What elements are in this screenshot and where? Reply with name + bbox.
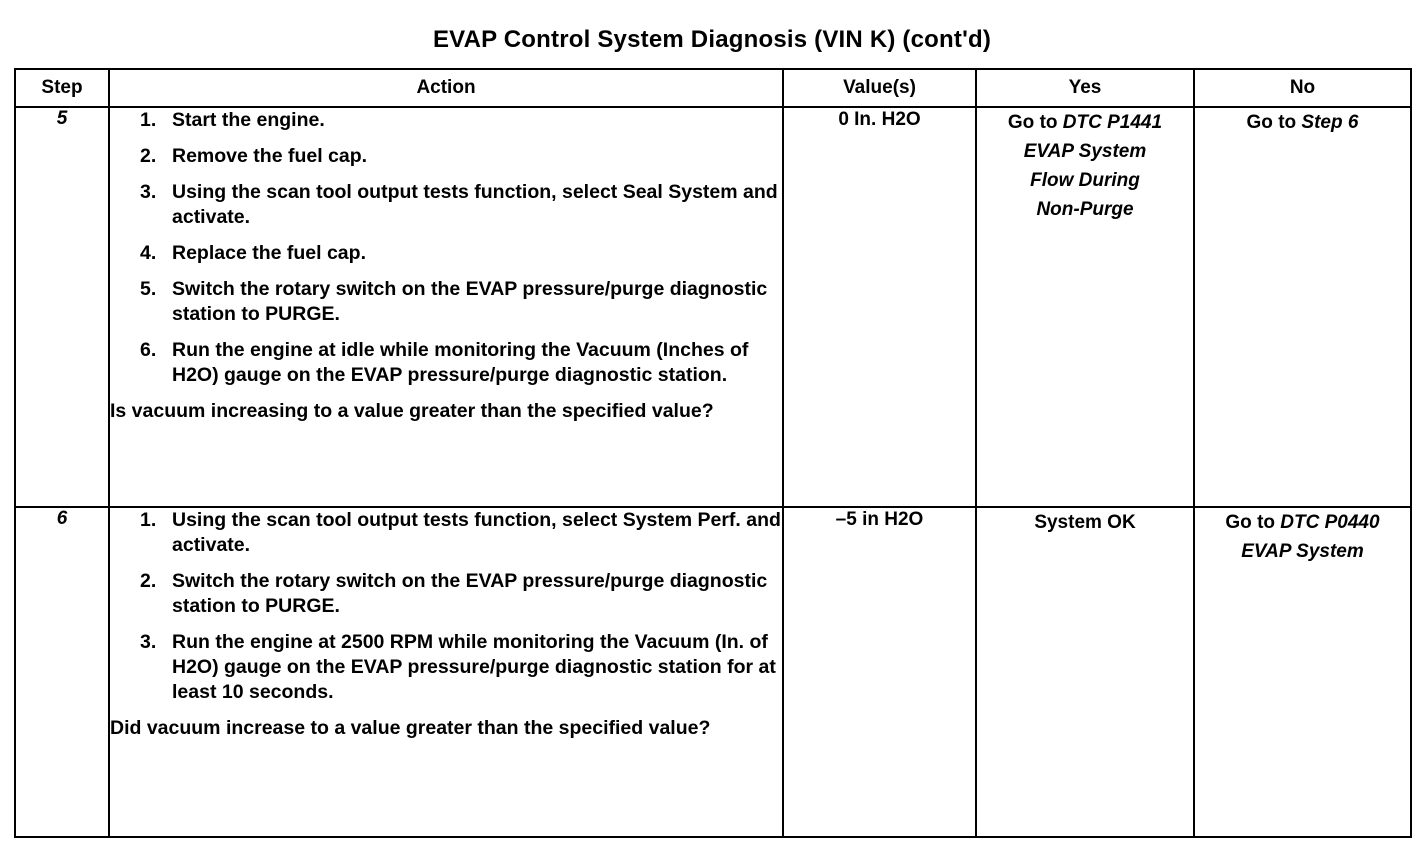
table-row: 5 1. Start the engine. 2. Remove the fue…: [14, 106, 1412, 508]
header-row: Step Action Value(s) Yes No: [14, 68, 1412, 108]
branch-line: Non-Purge: [977, 195, 1193, 224]
list-item: 2. Remove the fuel cap.: [110, 144, 782, 169]
list-item-number: 3.: [140, 181, 157, 203]
list-item-text: Switch the rotary switch on the EVAP pre…: [172, 278, 768, 325]
action-cell: 1. Start the engine. 2. Remove the fuel …: [108, 106, 784, 508]
value-cell: –5 in H2O: [782, 506, 977, 838]
list-item: 1. Using the scan tool output tests func…: [110, 508, 782, 558]
list-item-text: Run the engine at idle while monitoring …: [172, 339, 749, 386]
branch-line: Go to Step 6: [1195, 108, 1410, 137]
column-header-no: No: [1193, 68, 1412, 108]
list-item-text: Switch the rotary switch on the EVAP pre…: [172, 570, 768, 617]
branch-line: Go to DTC P0440: [1195, 508, 1410, 537]
list-item: 3. Using the scan tool output tests func…: [110, 180, 782, 230]
list-item-number: 4.: [140, 242, 157, 264]
branch-line: System OK: [977, 508, 1193, 537]
list-item-number: 6.: [140, 339, 157, 361]
step-number: 6: [14, 506, 110, 838]
list-item-number: 5.: [140, 278, 157, 300]
list-item-number: 2.: [140, 570, 157, 592]
list-item-number: 1.: [140, 509, 157, 531]
branch-text-italic: Non-Purge: [1036, 199, 1134, 220]
table-header: Step Action Value(s) Yes No: [14, 68, 1412, 108]
list-item-text: Remove the fuel cap.: [172, 145, 368, 167]
column-header-yes: Yes: [975, 68, 1195, 108]
list-item: 3. Run the engine at 2500 RPM while moni…: [110, 630, 782, 705]
column-header-step: Step: [14, 68, 110, 108]
action-question: Is vacuum increasing to a value greater …: [110, 400, 714, 422]
list-item-text: Start the engine.: [172, 109, 325, 131]
page-title: EVAP Control System Diagnosis (VIN K) (c…: [432, 26, 992, 53]
branch-line: EVAP System: [977, 137, 1193, 166]
branch-line: Go to DTC P1441: [977, 108, 1193, 137]
no-branch-cell: Go to Step 6: [1193, 106, 1412, 508]
list-item: 6. Run the engine at idle while monitori…: [110, 338, 782, 388]
branch-text-plain: Go to: [1225, 512, 1281, 533]
list-item: 5. Switch the rotary switch on the EVAP …: [110, 277, 782, 327]
value-cell: 0 In. H2O: [782, 106, 977, 508]
diagnosis-table: Step Action Value(s) Yes No 5 1. Start t…: [14, 68, 1412, 838]
list-item-number: 2.: [140, 145, 157, 167]
branch-line: Flow During: [977, 166, 1193, 195]
list-item-text: Replace the fuel cap.: [172, 242, 366, 264]
column-header-action: Action: [108, 68, 784, 108]
branch-line: EVAP System: [1195, 537, 1410, 566]
branch-text-plain: Go to: [1007, 112, 1063, 133]
branch-text-italic: DTC P1441: [1062, 112, 1163, 133]
yes-branch-cell: Go to DTC P1441 EVAP System Flow During …: [975, 106, 1195, 508]
table-body: 5 1. Start the engine. 2. Remove the fue…: [14, 106, 1412, 838]
list-item-text: Using the scan tool output tests functio…: [172, 509, 781, 556]
list-item: 1. Start the engine.: [110, 108, 782, 133]
list-item: 2. Switch the rotary switch on the EVAP …: [110, 569, 782, 619]
list-item: 4. Replace the fuel cap.: [110, 241, 782, 266]
branch-text-italic: Step 6: [1301, 112, 1359, 133]
branch-text-italic: Flow During: [1030, 170, 1140, 191]
column-header-value: Value(s): [782, 68, 977, 108]
branch-text-italic: DTC P0440: [1280, 512, 1380, 533]
list-item-text: Run the engine at 2500 RPM while monitor…: [172, 631, 776, 703]
branch-text-italic: EVAP System: [1241, 541, 1364, 562]
branch-text-plain: System OK: [1034, 512, 1136, 533]
action-question: Did vacuum increase to a value greater t…: [110, 717, 711, 739]
table-row: 6 1. Using the scan tool output tests fu…: [14, 506, 1412, 838]
branch-text-italic: EVAP System: [1023, 141, 1147, 162]
action-steps-list: 1. Start the engine. 2. Remove the fuel …: [110, 108, 782, 388]
list-item-number: 3.: [140, 631, 157, 653]
action-cell: 1. Using the scan tool output tests func…: [108, 506, 784, 838]
yes-branch-cell: System OK: [975, 506, 1195, 838]
list-item-number: 1.: [140, 109, 157, 131]
branch-text-plain: Go to: [1246, 112, 1302, 133]
step-number: 5: [14, 106, 110, 508]
list-item-text: Using the scan tool output tests functio…: [172, 181, 778, 228]
action-steps-list: 1. Using the scan tool output tests func…: [110, 508, 782, 705]
no-branch-cell: Go to DTC P0440 EVAP System: [1193, 506, 1412, 838]
